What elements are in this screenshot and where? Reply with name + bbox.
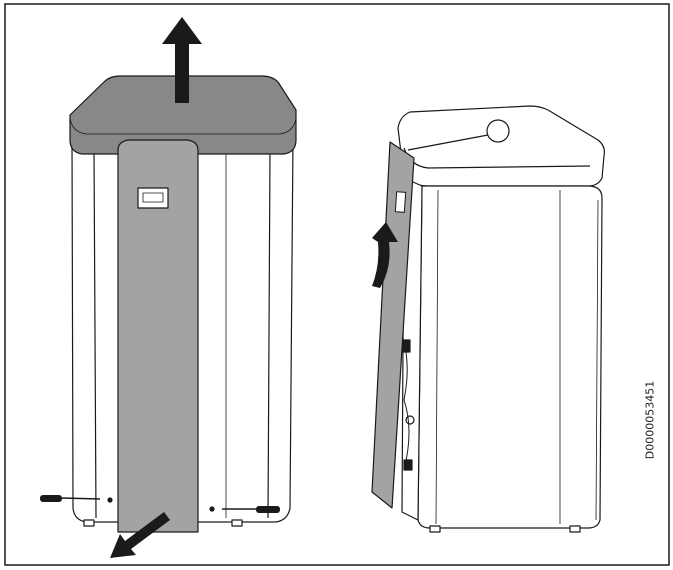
right-unit-body xyxy=(417,185,603,529)
left-front-panel xyxy=(117,139,199,533)
diagram-border xyxy=(4,3,670,566)
left-top-cover xyxy=(69,75,297,155)
right-top-knob xyxy=(486,119,510,143)
screwdriver-icon xyxy=(222,506,280,513)
arrow-down-left-icon xyxy=(110,512,170,558)
screwdriver-icon xyxy=(40,495,101,502)
right-unit xyxy=(397,105,605,533)
right-display xyxy=(394,191,407,213)
document-id: D0000053451 xyxy=(643,380,657,460)
arrow-up-icon xyxy=(162,17,202,103)
arrow-curved-up-icon xyxy=(372,222,398,288)
right-front-panel xyxy=(371,141,415,509)
left-unit xyxy=(69,75,297,533)
